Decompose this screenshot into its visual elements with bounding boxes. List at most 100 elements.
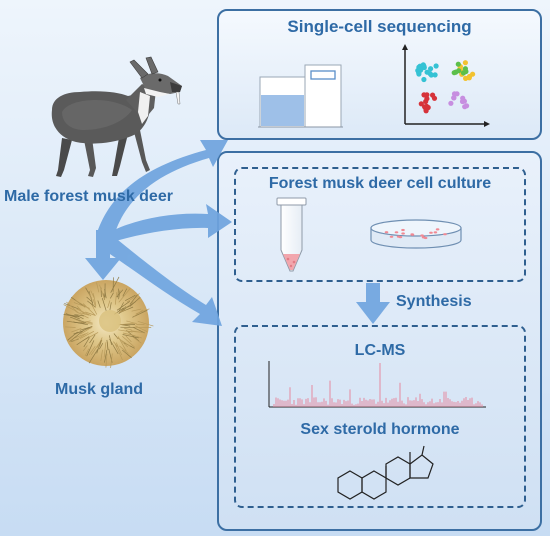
gland-fiber [129, 294, 138, 305]
gland-fiber [100, 349, 103, 362]
gland-fiber [116, 336, 131, 347]
gland-fiber [105, 353, 108, 368]
gland-fiber [90, 340, 102, 356]
arrow-to-lcms [100, 240, 222, 326]
gland-fiber [126, 330, 140, 342]
arrow-to-single-cell [96, 140, 228, 236]
cell-dot [421, 236, 426, 239]
gland-fiber [92, 293, 97, 306]
gland-fiber [122, 288, 128, 297]
gland-fiber [118, 305, 130, 314]
deer-icon [51, 56, 182, 177]
cell-dot [435, 228, 440, 231]
mass-spectrum-icon [268, 361, 486, 408]
gland-fiber [84, 348, 90, 357]
gland-fiber [82, 345, 88, 352]
gland-fiber [88, 348, 99, 364]
gland-fiber [74, 313, 84, 320]
cluster-plot-icon [402, 44, 490, 127]
gland-fiber [122, 334, 139, 339]
gland-fiber [119, 345, 129, 354]
gland-fiber [118, 329, 133, 333]
gland-fiber [76, 305, 82, 311]
sequencer-icon [258, 64, 343, 128]
gland-fiber [130, 330, 145, 334]
gland-fiber [116, 301, 131, 311]
gland-fiber [103, 342, 107, 358]
cluster-dot [459, 98, 466, 105]
cell-dot [401, 228, 405, 232]
gland-fiber [87, 300, 96, 308]
gland-fiber [73, 330, 83, 335]
synthesis-label: Synthesis [396, 293, 472, 310]
gland-fiber [89, 334, 96, 344]
cell-dot [384, 231, 389, 234]
gland-fiber [104, 349, 108, 363]
gland-fiber [107, 300, 111, 309]
cluster-dot [451, 70, 457, 76]
cluster-dot [433, 63, 439, 69]
cell-dot [394, 231, 399, 234]
gland-fiber [92, 299, 97, 308]
gland-fiber [79, 330, 95, 339]
gland-fiber [108, 335, 112, 345]
gland-fiber [109, 302, 112, 310]
gland-fiber [66, 301, 77, 312]
gland-fiber [97, 300, 101, 308]
cell-dot [410, 233, 415, 236]
gland-fiber [73, 318, 83, 324]
gland-fiber [65, 326, 76, 328]
gland-fiber [85, 311, 96, 316]
cluster-dot [462, 66, 468, 72]
gland-fiber [135, 308, 150, 315]
cell-culture-title: Forest musk deer cell culture [268, 175, 492, 192]
gland-fiber [75, 311, 89, 319]
gland-fiber [96, 282, 100, 293]
gland-fiber [66, 320, 81, 324]
gland-fiber [131, 336, 142, 344]
single-cell-title: Single-cell sequencing [287, 17, 472, 36]
gland-fiber [80, 326, 93, 335]
cell-dot [433, 231, 438, 234]
gland-fiber [73, 332, 89, 342]
gland-fiber [118, 322, 136, 326]
gland-fiber [113, 341, 118, 347]
cluster-dot [470, 71, 476, 77]
gland-fiber [121, 340, 129, 348]
gland-fiber [74, 333, 86, 339]
gland-fiber [131, 308, 142, 312]
deer-label: Male forest musk deer [4, 188, 173, 205]
gland-fiber [115, 342, 123, 356]
cluster-dot [416, 71, 422, 77]
steroid-structure-icon [337, 445, 434, 500]
cell-dot [401, 232, 405, 235]
cluster-dot [428, 72, 434, 78]
gland-fiber [65, 313, 81, 320]
gland-fiber [110, 276, 120, 293]
gland-fiber [68, 314, 77, 317]
cluster-dot [451, 95, 457, 101]
gland-fiber [101, 297, 107, 312]
gland-fiber [118, 290, 121, 300]
gland-fiber [79, 326, 90, 331]
gland-fiber [129, 296, 141, 307]
cluster-dot [448, 100, 454, 106]
cluster-dot [423, 98, 429, 105]
cell-dot [443, 233, 447, 236]
cluster-dot [462, 104, 468, 110]
gland-fiber [133, 309, 144, 317]
gland-fiber [122, 335, 135, 348]
cluster-dot [418, 101, 424, 107]
gland-fiber [99, 284, 106, 301]
cluster-dot [451, 91, 458, 97]
gland-fiber [63, 314, 79, 318]
cell-dot [429, 231, 433, 234]
cluster-dot [416, 64, 422, 70]
gland-fiber [90, 290, 95, 298]
cluster-dot [431, 95, 438, 101]
gland-fiber [77, 307, 86, 315]
cluster-dot [462, 60, 468, 66]
gland-fiber [109, 292, 114, 299]
